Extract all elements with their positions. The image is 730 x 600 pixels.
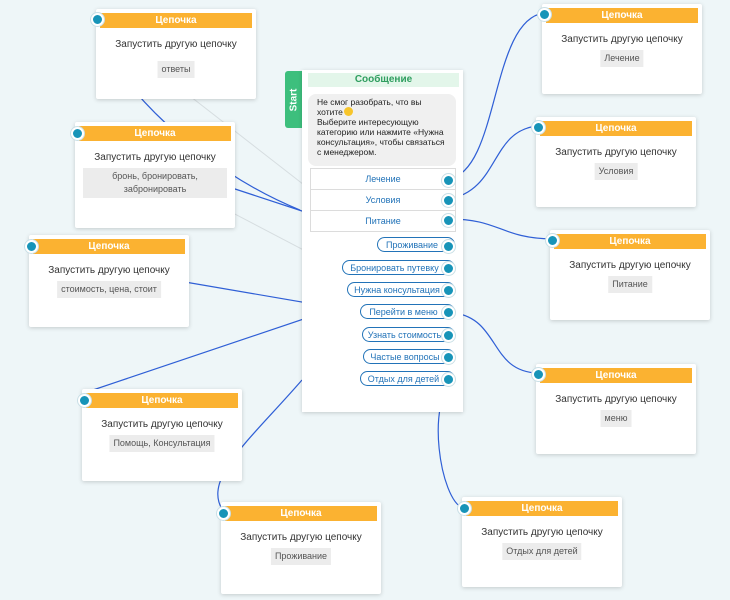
- quick-reply-label: Узнать стоимость: [367, 330, 442, 340]
- message-line: консультация», чтобы связаться: [317, 137, 445, 147]
- chain-target: бронь, бронировать, забронировать: [83, 168, 227, 198]
- port-out-menu[interactable]: [442, 306, 455, 319]
- quick-reply-deti[interactable]: Отдых для детей: [360, 371, 455, 386]
- start-message-node[interactable]: Сообщение Не смог разобрать, что вы хоти…: [302, 70, 463, 412]
- port-in-otvety[interactable]: [91, 13, 104, 26]
- chain-header: Цепочка: [554, 234, 706, 249]
- chain-card-otvety[interactable]: Цепочка Запустить другую цепочку ответы: [96, 9, 256, 99]
- chain-action: Запустить другую цепочку: [94, 152, 216, 163]
- port-in-usloviya[interactable]: [532, 121, 545, 134]
- message-buttons: Лечение Условия Питание: [310, 168, 456, 232]
- button-usloviya[interactable]: Условия: [310, 190, 456, 211]
- smile-emoji-icon: [343, 107, 353, 116]
- message-bubble: Не смог разобрать, что вы хотите Выберит…: [308, 94, 456, 166]
- quick-reply-label: Нужна консультация: [354, 285, 440, 295]
- chain-header: Цепочка: [225, 506, 377, 521]
- start-tab: Start: [285, 71, 303, 128]
- port-out-voprosy[interactable]: [442, 351, 455, 364]
- port-in-deti[interactable]: [458, 502, 471, 515]
- quick-reply-label: Отдых для детей: [367, 374, 440, 384]
- quick-reply-label: Перейти в меню: [369, 307, 438, 317]
- button-pitanie[interactable]: Питание: [310, 211, 456, 232]
- port-out-deti[interactable]: [442, 373, 455, 386]
- quick-reply-label: Проживание: [385, 240, 439, 250]
- message-line: Не смог разобрать, что вы: [317, 97, 422, 107]
- quick-reply-label: Бронировать путевку: [350, 263, 439, 273]
- port-out-lechenie[interactable]: [442, 174, 455, 187]
- chain-target: ответы: [157, 61, 195, 78]
- chain-action: Запустить другую цепочку: [481, 527, 603, 538]
- message-header: Сообщение: [308, 73, 459, 87]
- chain-target: Проживание: [270, 548, 332, 565]
- chain-target: Помощь, Консультация: [109, 435, 215, 452]
- port-out-stoimost[interactable]: [442, 329, 455, 342]
- button-lechenie[interactable]: Лечение: [310, 168, 456, 190]
- quick-reply-bron[interactable]: Бронировать путевку: [342, 260, 455, 275]
- chain-target: Условия: [594, 163, 638, 180]
- chain-card-pitanie[interactable]: Цепочка Запустить другую цепочку Питание: [550, 230, 710, 320]
- chain-card-bron[interactable]: Цепочка Запустить другую цепочку бронь, …: [75, 122, 235, 228]
- start-label: Start: [288, 88, 300, 111]
- chain-header: Цепочка: [86, 393, 238, 408]
- chain-target: Лечение: [600, 50, 644, 67]
- chain-header: Цепочка: [466, 501, 618, 516]
- message-line: хотите: [317, 107, 343, 117]
- button-label: Условия: [365, 195, 401, 205]
- port-in-pomosh[interactable]: [78, 394, 91, 407]
- quick-reply-voprosy[interactable]: Частые вопросы: [363, 349, 455, 364]
- chain-action: Запустить другую цепочку: [115, 39, 237, 50]
- chain-target: Отдых для детей: [502, 543, 582, 560]
- port-in-prozhivanie[interactable]: [217, 507, 230, 520]
- chain-header: Цепочка: [540, 368, 692, 383]
- button-label: Лечение: [365, 174, 401, 184]
- chain-action: Запустить другую цепочку: [555, 394, 677, 405]
- chain-action: Запустить другую цепочку: [569, 260, 691, 271]
- chain-card-pomosh[interactable]: Цепочка Запустить другую цепочку Помощь,…: [82, 389, 242, 481]
- button-label: Питание: [365, 216, 401, 226]
- edge-pitanie: [448, 218, 553, 240]
- port-in-stoimost[interactable]: [25, 240, 38, 253]
- chain-card-usloviya[interactable]: Цепочка Запустить другую цепочку Условия: [536, 117, 696, 207]
- chain-action: Запустить другую цепочку: [240, 532, 362, 543]
- port-in-pitanie[interactable]: [546, 234, 559, 247]
- port-out-usloviya[interactable]: [442, 194, 455, 207]
- chain-header: Цепочка: [33, 239, 185, 254]
- quick-reply-konsultaciya[interactable]: Нужна консультация: [347, 282, 455, 297]
- chain-target: стоимость, цена, стоит: [57, 281, 161, 298]
- chain-card-stoimost[interactable]: Цепочка Запустить другую цепочку стоимос…: [29, 235, 189, 327]
- chain-card-menu[interactable]: Цепочка Запустить другую цепочку меню: [536, 364, 696, 454]
- edge-bron: [231, 187, 306, 213]
- chain-header: Цепочка: [540, 121, 692, 136]
- chain-card-deti[interactable]: Цепочка Запустить другую цепочку Отдых д…: [462, 497, 622, 587]
- chain-card-lechenie[interactable]: Цепочка Запустить другую цепочку Лечение: [542, 4, 702, 94]
- chain-action: Запустить другую цепочку: [555, 147, 677, 158]
- edge-lechenie: [448, 12, 545, 180]
- message-line: Выберите интересующую: [317, 117, 419, 127]
- port-in-lechenie[interactable]: [538, 8, 551, 21]
- edge-menu: [454, 312, 539, 374]
- chain-target: Питание: [608, 276, 652, 293]
- port-out-bron[interactable]: [442, 262, 455, 275]
- quick-reply-label: Частые вопросы: [370, 352, 440, 362]
- chain-action: Запустить другую цепочку: [101, 419, 223, 430]
- chain-header: Цепочка: [546, 8, 698, 23]
- message-line: с менеджером.: [317, 147, 377, 157]
- port-out-konsultaciya[interactable]: [442, 284, 455, 297]
- chain-action: Запустить другую цепочку: [561, 34, 683, 45]
- port-in-menu[interactable]: [532, 368, 545, 381]
- chain-header: Цепочка: [100, 13, 252, 28]
- message-line: категорию или нажмите «Нужна: [317, 127, 444, 137]
- port-in-bron[interactable]: [71, 127, 84, 140]
- chain-header: Цепочка: [79, 126, 231, 141]
- chain-action: Запустить другую цепочку: [48, 265, 170, 276]
- port-out-prozhivanie[interactable]: [442, 240, 455, 253]
- chain-target: меню: [600, 410, 632, 427]
- quick-reply-menu[interactable]: Перейти в меню: [360, 304, 455, 319]
- port-out-pitanie[interactable]: [442, 214, 455, 227]
- chain-card-prozhivanie[interactable]: Цепочка Запустить другую цепочку Прожива…: [221, 502, 381, 594]
